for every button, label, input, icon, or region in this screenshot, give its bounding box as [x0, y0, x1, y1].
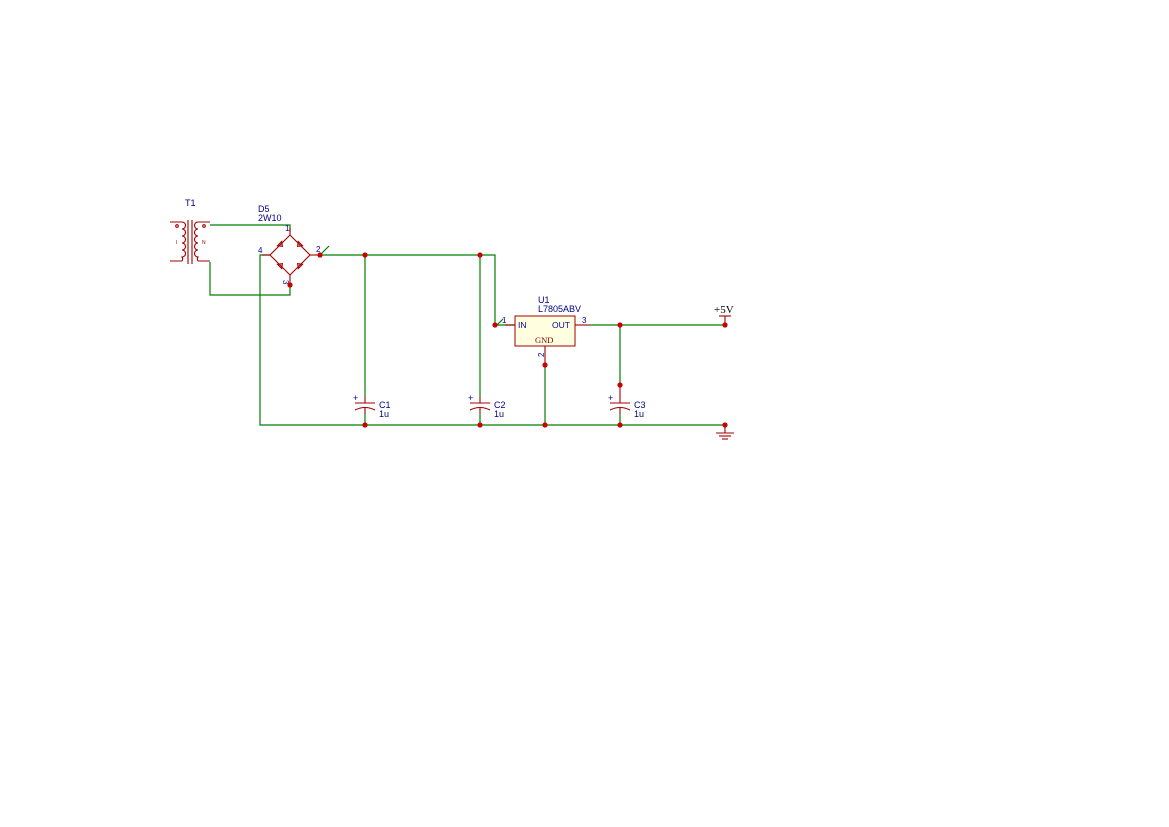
secondary-winding-icon [193, 221, 210, 262]
c3-value: 1u [634, 409, 644, 419]
c3-ref: C3 [634, 400, 646, 410]
regulator-pin1-label: 1 [502, 316, 507, 325]
junction-dot [362, 422, 368, 428]
diode-icon-1 [296, 240, 304, 248]
bridge-pin1-label: 1 [285, 224, 290, 233]
regulator-pin2-label: 2 [537, 352, 546, 357]
regulator-pin3-label: 3 [582, 316, 587, 325]
junction-dot [492, 322, 498, 328]
regulator-out-label: OUT [552, 320, 570, 330]
vcc-label: +5V [714, 304, 734, 316]
c2-value: 1u [494, 409, 504, 419]
regulator-body [514, 315, 576, 347]
transformer-ref: T1 [185, 198, 196, 208]
junction-dot [317, 252, 323, 258]
junction-dot [287, 282, 293, 288]
power-symbol-5v[interactable]: +5V [714, 304, 734, 325]
c3-plate-bottom [609, 406, 631, 411]
c3-polarity: + [608, 393, 613, 403]
c2-plate-bottom [469, 406, 491, 411]
c2-polarity: + [468, 393, 473, 403]
secondary-mark: N [202, 240, 206, 246]
junction-dot [617, 322, 623, 328]
bridge-outline [269, 234, 311, 276]
junctions [287, 252, 728, 428]
regulator-ref: U1 [538, 295, 550, 305]
junction-dot [477, 252, 483, 258]
junction-dot [722, 322, 728, 328]
transformer-t1[interactable]: T1 I N [170, 198, 210, 264]
regulator-gnd-label: GND [535, 335, 553, 345]
primary-dot-icon [175, 224, 179, 228]
regulator-u1[interactable]: U1 L7805ABV IN OUT GND 1 3 2 [502, 295, 590, 365]
c1-plate-bottom [354, 406, 376, 411]
bridge-pin2-label: 2 [316, 245, 321, 254]
bridge-ref: D5 [258, 204, 270, 214]
junction-dot [542, 422, 548, 428]
c2-ref: C2 [494, 400, 506, 410]
capacitor-c2[interactable]: + C2 1u [468, 393, 506, 419]
junction-dot [542, 362, 548, 368]
bridge-pin3-label: 3 [281, 280, 290, 285]
capacitor-c1[interactable]: + C1 1u [353, 393, 391, 419]
c1-value: 1u [379, 409, 389, 419]
c1-ref: C1 [379, 400, 391, 410]
wire-t1-bottom-to-bridge [209, 262, 291, 296]
junction-dot [617, 422, 623, 428]
primary-mark: I [176, 240, 177, 246]
diode-icon-2 [296, 262, 304, 270]
junction-dot [477, 422, 483, 428]
c1-polarity: + [353, 393, 358, 403]
wire-rail-to-regulator-in [480, 254, 515, 326]
diode-icon-4 [276, 262, 284, 270]
regulator-in-label: IN [518, 320, 527, 330]
junction-dot [722, 422, 728, 428]
secondary-dot-icon [202, 224, 206, 228]
junction-dot [617, 382, 623, 388]
regulator-value: L7805ABV [538, 304, 581, 314]
bridge-pin4-label: 4 [258, 246, 263, 255]
wire-t1-top-to-bridge [210, 224, 291, 232]
capacitor-c3[interactable]: + C3 1u [608, 385, 646, 419]
bridge-value: 2W10 [258, 213, 282, 223]
junction-dot [362, 252, 368, 258]
diode-icon-3 [276, 240, 284, 248]
wire-bridge-neg-ground [259, 254, 725, 426]
bridge-rectifier-d5[interactable]: D5 2W10 1 2 3 4 [258, 204, 321, 285]
primary-winding-icon [170, 221, 187, 262]
